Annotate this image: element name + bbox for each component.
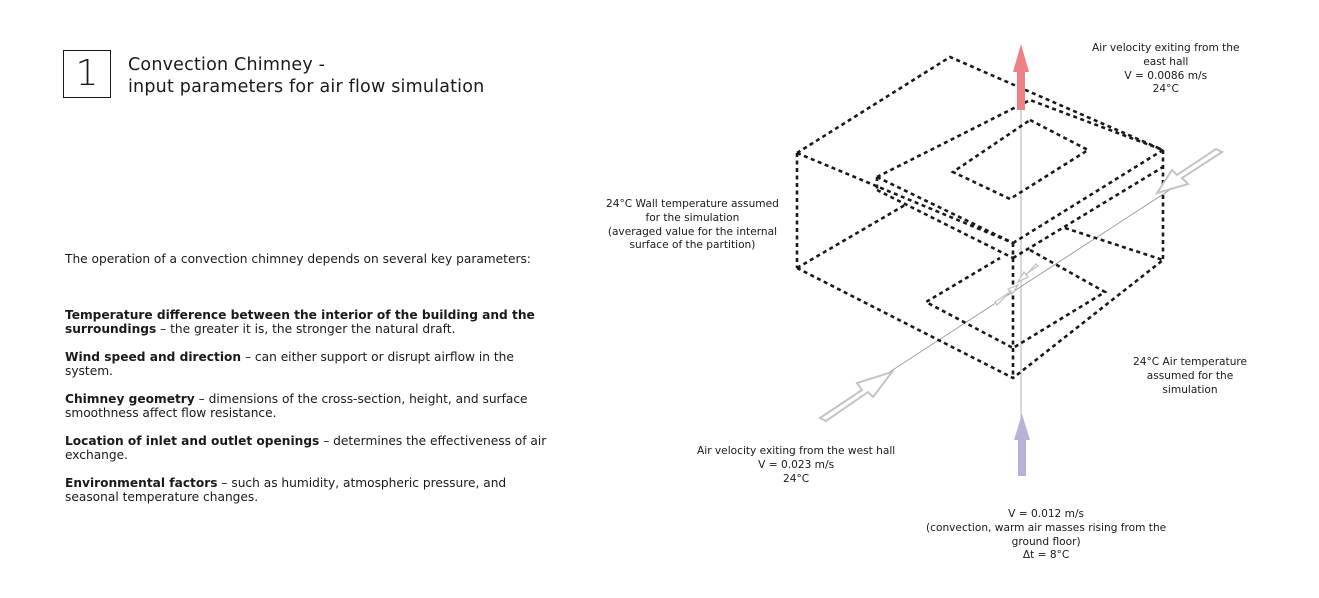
east-hall-line-1: Air velocity exiting from the	[1092, 42, 1240, 54]
wall-temp-label: 24°C Wall temperature assumed for the si…	[606, 198, 779, 253]
air-temp-line-3: simulation	[1162, 383, 1218, 396]
intro-paragraph: The operation of a convection chimney de…	[65, 252, 531, 266]
air-temp-line-1: 24°C Air temperature	[1133, 356, 1248, 368]
parameter-item: Environmental factors – such as humidity…	[65, 476, 555, 504]
east-hall-velocity: V = 0.0086 m/s	[1124, 69, 1208, 82]
convection-line-2: (convection, warm air masses rising from…	[926, 521, 1167, 534]
east-wind-arrow-icon	[1154, 147, 1225, 195]
parameter-desc: – such as humidity, atmospheric pressure…	[65, 476, 507, 504]
east-hall-label: Air velocity exiting from the east hall …	[1092, 42, 1240, 97]
title-line-2: input parameters for air flow simulation	[128, 77, 485, 97]
west-hall-label: Air velocity exiting from the west hall …	[697, 445, 895, 486]
outlet-arrow-icon	[1013, 44, 1029, 110]
section-number: 1	[75, 53, 99, 94]
west-hall-velocity: V = 0.023 m/s	[758, 458, 835, 471]
section-number-box: 1	[63, 50, 111, 98]
convection-line-3: ground floor)	[1011, 535, 1081, 548]
parameter-term: Location of inlet and outlet openings	[65, 434, 320, 448]
parameter-desc: – the greater it is, the stronger the na…	[156, 322, 456, 336]
page-title: Convection Chimney - input parameters fo…	[128, 54, 484, 98]
convection-delta: Δt = 8°C	[1022, 549, 1070, 562]
parameter-desc: – dimensions of the cross-section, heigh…	[65, 392, 528, 420]
parameter-term: Temperature difference between the inter…	[65, 308, 535, 336]
parameter-term: Environmental factors	[65, 476, 218, 490]
parameter-item: Location of inlet and outlet openings – …	[65, 434, 555, 462]
air-temp-label: 24°C Air temperature assumed for the sim…	[1133, 356, 1247, 397]
wall-temp-line-4: surface of the partition)	[629, 239, 756, 252]
inlet-arrow-icon	[1014, 414, 1030, 476]
parameter-desc: – determines the effectiveness of air ex…	[65, 434, 547, 462]
west-wind-arrow-icon	[818, 370, 895, 423]
west-hall-temp: 24°C	[783, 472, 810, 485]
parameter-item: Wind speed and direction – can either su…	[65, 350, 555, 378]
convection-velocity: V = 0.012 m/s	[1008, 508, 1085, 520]
parameter-term: Chimney geometry	[65, 392, 195, 406]
wall-temp-line-2: for the simulation	[645, 211, 740, 224]
west-hall-line-1: Air velocity exiting from the west hall	[697, 445, 896, 457]
title-line-1: Convection Chimney -	[128, 55, 326, 75]
parameter-item: Temperature difference between the inter…	[65, 308, 555, 336]
inner-flow-arrows-icon	[994, 263, 1040, 307]
wall-temp-line-3: (averaged value for the internal	[607, 225, 778, 238]
east-hall-line-2: east hall	[1143, 55, 1189, 68]
convection-label: V = 0.012 m/s (convection, warm air mass…	[926, 508, 1166, 563]
wall-temp-line-1: 24°C Wall temperature assumed	[606, 198, 779, 210]
parameter-term: Wind speed and direction	[65, 350, 242, 364]
parameter-item: Chimney geometry – dimensions of the cro…	[65, 392, 555, 420]
parameter-desc: – can either support or disrupt airflow …	[65, 350, 514, 378]
chimney-outline	[795, 55, 1165, 380]
east-hall-temp: 24°C	[1152, 83, 1179, 96]
air-temp-line-2: assumed for the	[1146, 369, 1234, 382]
parameters-list: Temperature difference between the inter…	[65, 308, 555, 518]
